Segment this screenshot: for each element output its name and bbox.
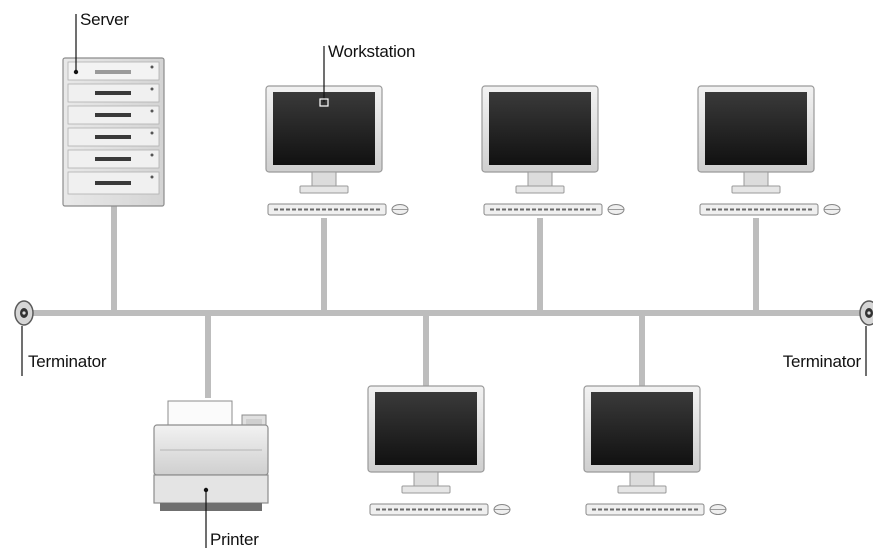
server-label: Server [80,10,129,29]
printer-label: Printer [210,530,259,549]
workstation-4-icon [367,385,511,516]
terminator-left-icon [14,300,34,326]
terminator-left-label: Terminator [28,352,107,371]
terminator-right-label: Terminator [782,352,862,371]
workstation-3-icon [697,85,841,216]
terminator-right-icon [859,300,873,326]
printer-icon [153,400,269,511]
workstation-label: Workstation [328,42,416,61]
server-icon [62,57,165,207]
workstation-5-icon [583,385,727,516]
workstation-1-icon [265,85,409,216]
bus-cables [30,206,866,398]
workstation-2-icon [481,85,625,216]
